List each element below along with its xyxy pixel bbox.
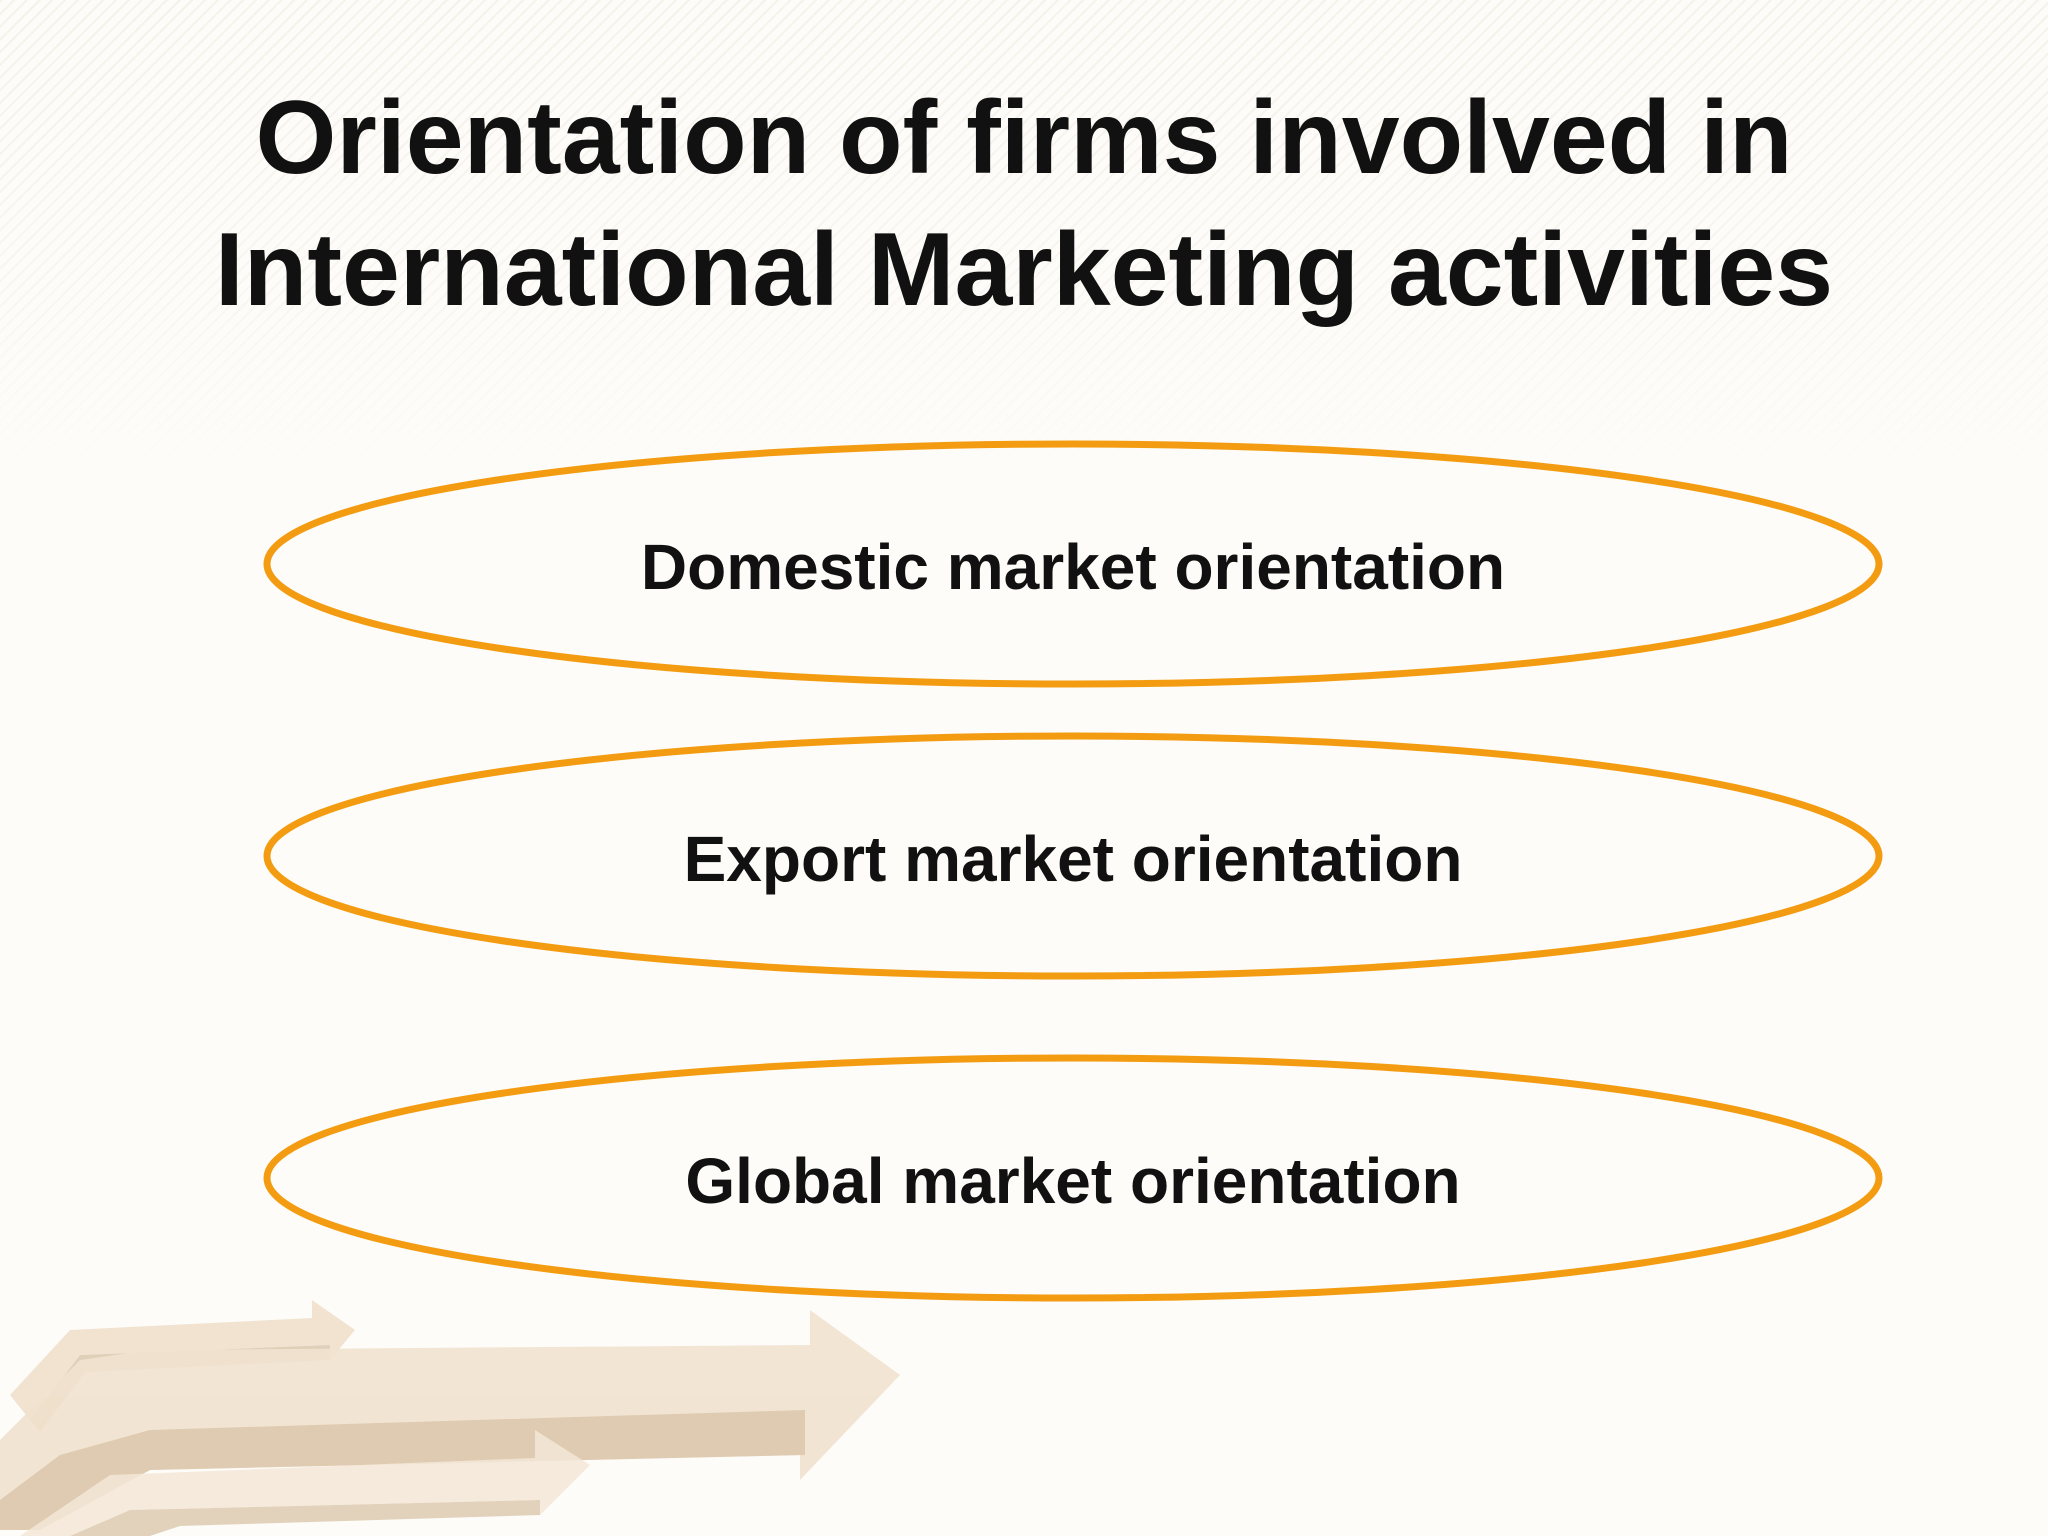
orientation-label-global: Global market orientation [685,1145,1460,1217]
background-stripes [0,0,2048,480]
slide-title-line-2: International Marketing activities [214,212,1834,328]
orientation-item-export: Export market orientation [263,732,1883,980]
arrows-decoration [0,1300,900,1536]
ellipse-export [263,732,1883,980]
ellipse-domestic [263,440,1883,688]
arrow-icon [0,1310,900,1530]
slide-title: Orientation of firms involved in Interna… [0,72,2048,336]
orientation-label-export: Export market orientation [684,823,1463,895]
arrow-icon [20,1430,590,1536]
slide-title-line-1: Orientation of firms involved in [255,80,1793,196]
orientation-label-domestic: Domestic market orientation [641,531,1505,603]
ellipse-global [263,1054,1883,1302]
orientation-item-domestic: Domestic market orientation [263,440,1883,688]
orientation-item-global: Global market orientation [263,1054,1883,1302]
